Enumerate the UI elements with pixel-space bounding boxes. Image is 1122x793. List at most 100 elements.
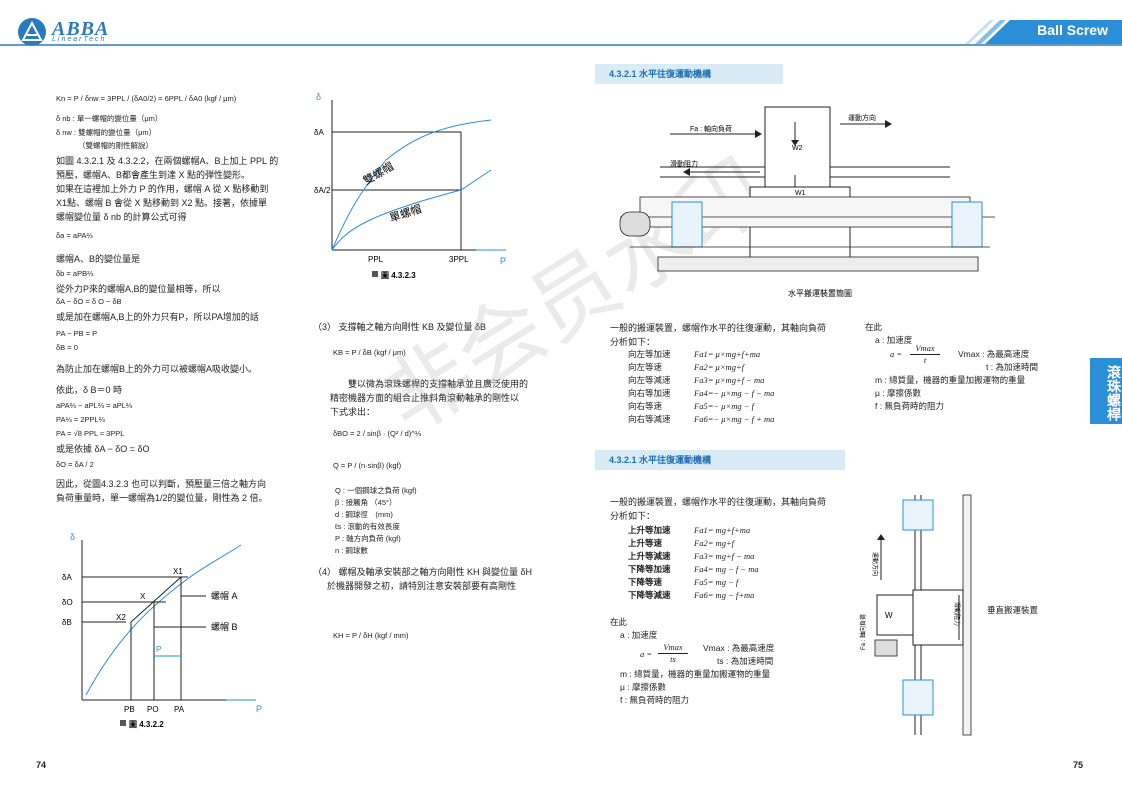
horizontal-notes-rest: m : 總質量，機器的重量加搬運物的重量 μ : 摩擦係數 f : 無負荷時的阻… bbox=[875, 375, 1026, 411]
horizontal-accel-fraction: Vmax t bbox=[910, 343, 940, 366]
logo-subtext: LinearTech bbox=[52, 36, 107, 43]
fig1-caption: 圖 4.3.2.2 bbox=[129, 719, 164, 729]
section-3-heading: （3） 支撐軸之軸方向剛性 KB 及變位量 δB bbox=[313, 322, 487, 332]
paragraph-4: 或是加在螺帽A,B上的外力只有P，所以PA增加的話 bbox=[56, 312, 259, 322]
fig1-y-db: δB bbox=[62, 618, 72, 627]
fig1-x-pb: PB bbox=[124, 705, 135, 714]
formula-da: δa = aPA⅔ bbox=[56, 231, 93, 240]
formula-7: PA⅔ = 2PPL⅔ bbox=[56, 415, 105, 424]
fig1-pt-x1: X1 bbox=[173, 567, 183, 576]
fig1-nut-b: 螺帽 B bbox=[211, 621, 238, 632]
formula-dbo: δBO = 2 / sinβ · (Q² / d)^⅓ bbox=[333, 429, 422, 438]
vertical-vmax-def: Vmax : 為最高速度 ts : 為加速時間 bbox=[703, 643, 775, 666]
fig4-direction: 運動方向 bbox=[871, 552, 879, 576]
fig2-x-3ppl: 3PPL bbox=[449, 255, 469, 264]
fig2-y-da: δA bbox=[314, 128, 324, 137]
vertical-accel-formula: a = bbox=[640, 649, 653, 659]
fig1-nut-a: 螺帽 A bbox=[211, 590, 238, 601]
fig1-y-da: δA bbox=[62, 573, 72, 582]
vertical-accel-fraction: Vmax ts bbox=[658, 642, 688, 665]
figure-4-3-2-2: δ P δA δO δB PB PO PA X1 X X2 螺帽 A 螺帽 B … bbox=[62, 532, 262, 729]
section-3-definitions: Q : 一個鋼球之負荷 (kgf)β : 接觸角 （45°）d : 鋼球徑 (m… bbox=[335, 486, 417, 555]
paragraph-5: 為防止加在螺帽B上的外力可以被螺帽A吸收變小。 bbox=[56, 364, 258, 374]
logo-icon bbox=[18, 18, 46, 46]
fig2-curve-single: 單螺帽 bbox=[388, 202, 423, 225]
horizontal-accel-formula: a = bbox=[890, 349, 903, 359]
fig4-fa: Fa : 軸向負荷 bbox=[859, 614, 867, 650]
fig2-y-da2: δA/2 bbox=[314, 186, 331, 195]
fig1-x-pa: PA bbox=[174, 705, 185, 714]
fig2-ylabel: δ bbox=[316, 92, 321, 102]
fig3-fa: Fa : 軸向負荷 bbox=[690, 124, 732, 133]
fig3-direction: 運動方向 bbox=[848, 113, 876, 122]
formula-kn: Kn = P / δnw = 3PPL / (δA0/2) = 6PPL / δ… bbox=[56, 94, 237, 103]
page-number-right: 75 bbox=[1073, 760, 1084, 770]
paragraph-3: 從外力P來的螺帽A,B的變位量相等，所以 bbox=[56, 284, 221, 294]
horizontal-vmax-def: Vmax : 為最高速度 t : 為加速時間 bbox=[958, 349, 1038, 372]
logo-text: ABBA bbox=[52, 18, 110, 40]
fig1-pt-x: X bbox=[140, 592, 146, 601]
section-heading-vertical: 4.3.2.1 水平往復運動機構 bbox=[595, 450, 845, 470]
figure-4-3-2-3: δ P δA δA/2 PPL 3PPL 雙螺帽 單螺帽 圖 4.3.2.3 bbox=[314, 92, 506, 280]
horizontal-notes: 在此 a : 加速度 bbox=[865, 322, 913, 345]
horizontal-intro: 一般的搬運裝置，螺帽作水平的往復運動，其軸向負荷分析如下： bbox=[610, 323, 827, 347]
paragraph-6: 依此，δ B＝0 時 bbox=[56, 385, 123, 395]
def-single-nut: δ nb : 單一螺帽的變位量（μm） bbox=[56, 114, 163, 123]
fig2-caption: 圖 4.3.2.3 bbox=[381, 270, 416, 280]
formula-db-zero: δB = 0 bbox=[56, 343, 78, 352]
figure-vertical-transport: 運動方向 滑動阻力 Fa : 軸向負荷 W bbox=[859, 494, 972, 736]
fig3-caption: 水平搬運裝置簡圖 bbox=[788, 288, 852, 298]
side-tab: 滾珠螺桿 bbox=[1090, 358, 1122, 424]
def-double-nut: δ nw : 雙螺帽的變位量（μm） bbox=[56, 128, 157, 137]
formula-6: aPA⅔ − aPL⅔ = aPL⅔ bbox=[56, 401, 133, 410]
fig1-ylabel: δ bbox=[70, 532, 75, 542]
def-double-nut-note: （雙螺帽的剛性解說） bbox=[78, 141, 153, 150]
formula-db: δb = aPB⅔ bbox=[56, 269, 94, 278]
fig3-w1: W1 bbox=[795, 190, 806, 197]
fig1-pt-x2: X2 bbox=[116, 613, 126, 622]
fig2-x-ppl: PPL bbox=[368, 255, 384, 264]
section-heading-horizontal: 4.3.2.1 水平往復運動機構 bbox=[595, 64, 783, 84]
figure-horizontal-transport: Fa : 軸向負荷 運動方向 滑動阻力 W1 W2 水平搬運裝置簡圖 bbox=[619, 106, 995, 298]
formula-q: Q = P / (n·sinβ) (kgf) bbox=[333, 461, 402, 470]
fig4-caption: 垂直搬運裝置 bbox=[987, 605, 1039, 615]
fig1-x-po: PO bbox=[147, 705, 159, 714]
fig4-friction: 滑動阻力 bbox=[953, 602, 961, 626]
formula-kh: KH = P / δH (kgf / mm) bbox=[333, 631, 409, 640]
paragraph-2: 螺帽A、B的變位量是 bbox=[56, 254, 141, 264]
fig1-p: P bbox=[156, 645, 161, 654]
fig2-curve-double: 雙螺帽 bbox=[361, 160, 396, 188]
fig3-friction: 滑動阻力 bbox=[670, 159, 698, 168]
fig2-xlabel: P bbox=[500, 256, 506, 266]
paragraph-1: 如圖 4.3.2.1 及 4.3.2.2，在兩個螺帽A、B上加上 PPL 的預壓… bbox=[56, 156, 279, 222]
header-band bbox=[0, 16, 1122, 46]
formula-pa-pb: PA − PB = P bbox=[56, 329, 98, 338]
vertical-intro: 一般的搬運裝置，螺帽作水平的往復運動，其軸向負荷分析如下： bbox=[610, 497, 827, 521]
page-header: ABBA LinearTech Ball Screw bbox=[0, 0, 1122, 48]
vertical-notes-rest: m : 總質量，機器的重量加搬運物的重量 μ : 摩擦係數 f : 無負荷時的阻… bbox=[620, 669, 771, 705]
fig1-y-do: δO bbox=[62, 598, 73, 607]
formula-9: δO = δA / 2 bbox=[56, 460, 94, 469]
formula-equal-disp: δA − δO = δ O − δB bbox=[56, 297, 122, 306]
fig3-w2: W2 bbox=[792, 145, 803, 152]
paragraph-7: 或是依據 δA − δO = δO bbox=[56, 444, 150, 454]
page-number-left: 74 bbox=[36, 760, 47, 770]
section-3-paragraph: 雙以微為滾珠螺桿的支撐軸承並且廣泛使用的精密機器方面的組合止推斜角滾動軸承的剛性… bbox=[330, 379, 529, 417]
paragraph-8: 因此，從圖4.3.2.3 也可以判斷，預壓量三倍之軸方向負荷重量時，單一螺帽為1… bbox=[56, 479, 268, 503]
fig1-xlabel: P bbox=[256, 704, 262, 714]
header-title: Ball Screw bbox=[1037, 22, 1108, 38]
